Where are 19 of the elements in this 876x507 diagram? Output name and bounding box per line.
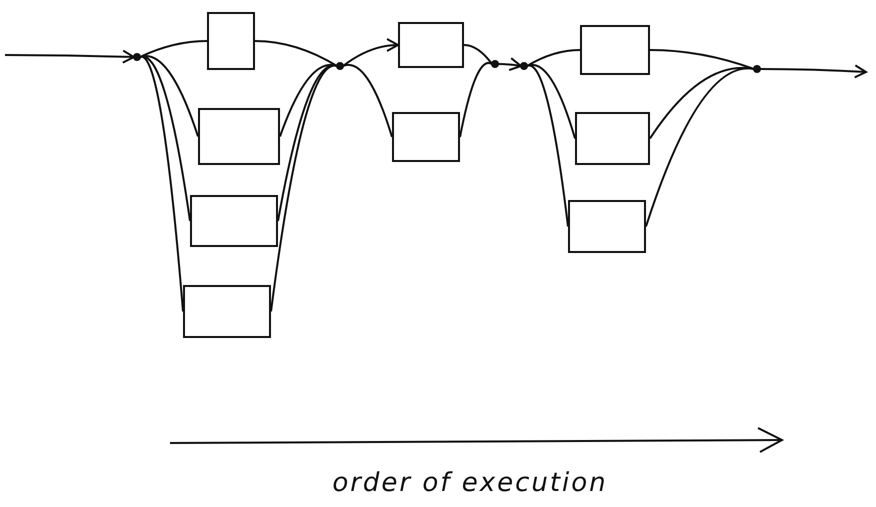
axis-caption: order of execution — [331, 468, 609, 498]
task-box — [398, 22, 464, 68]
junction-dot — [133, 53, 141, 61]
junction-dot — [491, 60, 499, 68]
connector-arrow — [342, 38, 399, 67]
connector-arrow — [5, 50, 135, 64]
junction-dot — [336, 62, 344, 70]
task-box — [580, 25, 650, 75]
task-box — [568, 200, 646, 253]
task-box — [207, 12, 255, 70]
task-box — [392, 112, 460, 162]
junction-dot — [753, 65, 761, 73]
junction-dot — [520, 62, 528, 70]
connector-arrow — [760, 64, 867, 78]
task-box — [198, 108, 280, 165]
task-box — [183, 285, 271, 338]
task-box — [190, 195, 278, 247]
task-box — [575, 112, 650, 165]
connector-arrow — [498, 57, 522, 72]
